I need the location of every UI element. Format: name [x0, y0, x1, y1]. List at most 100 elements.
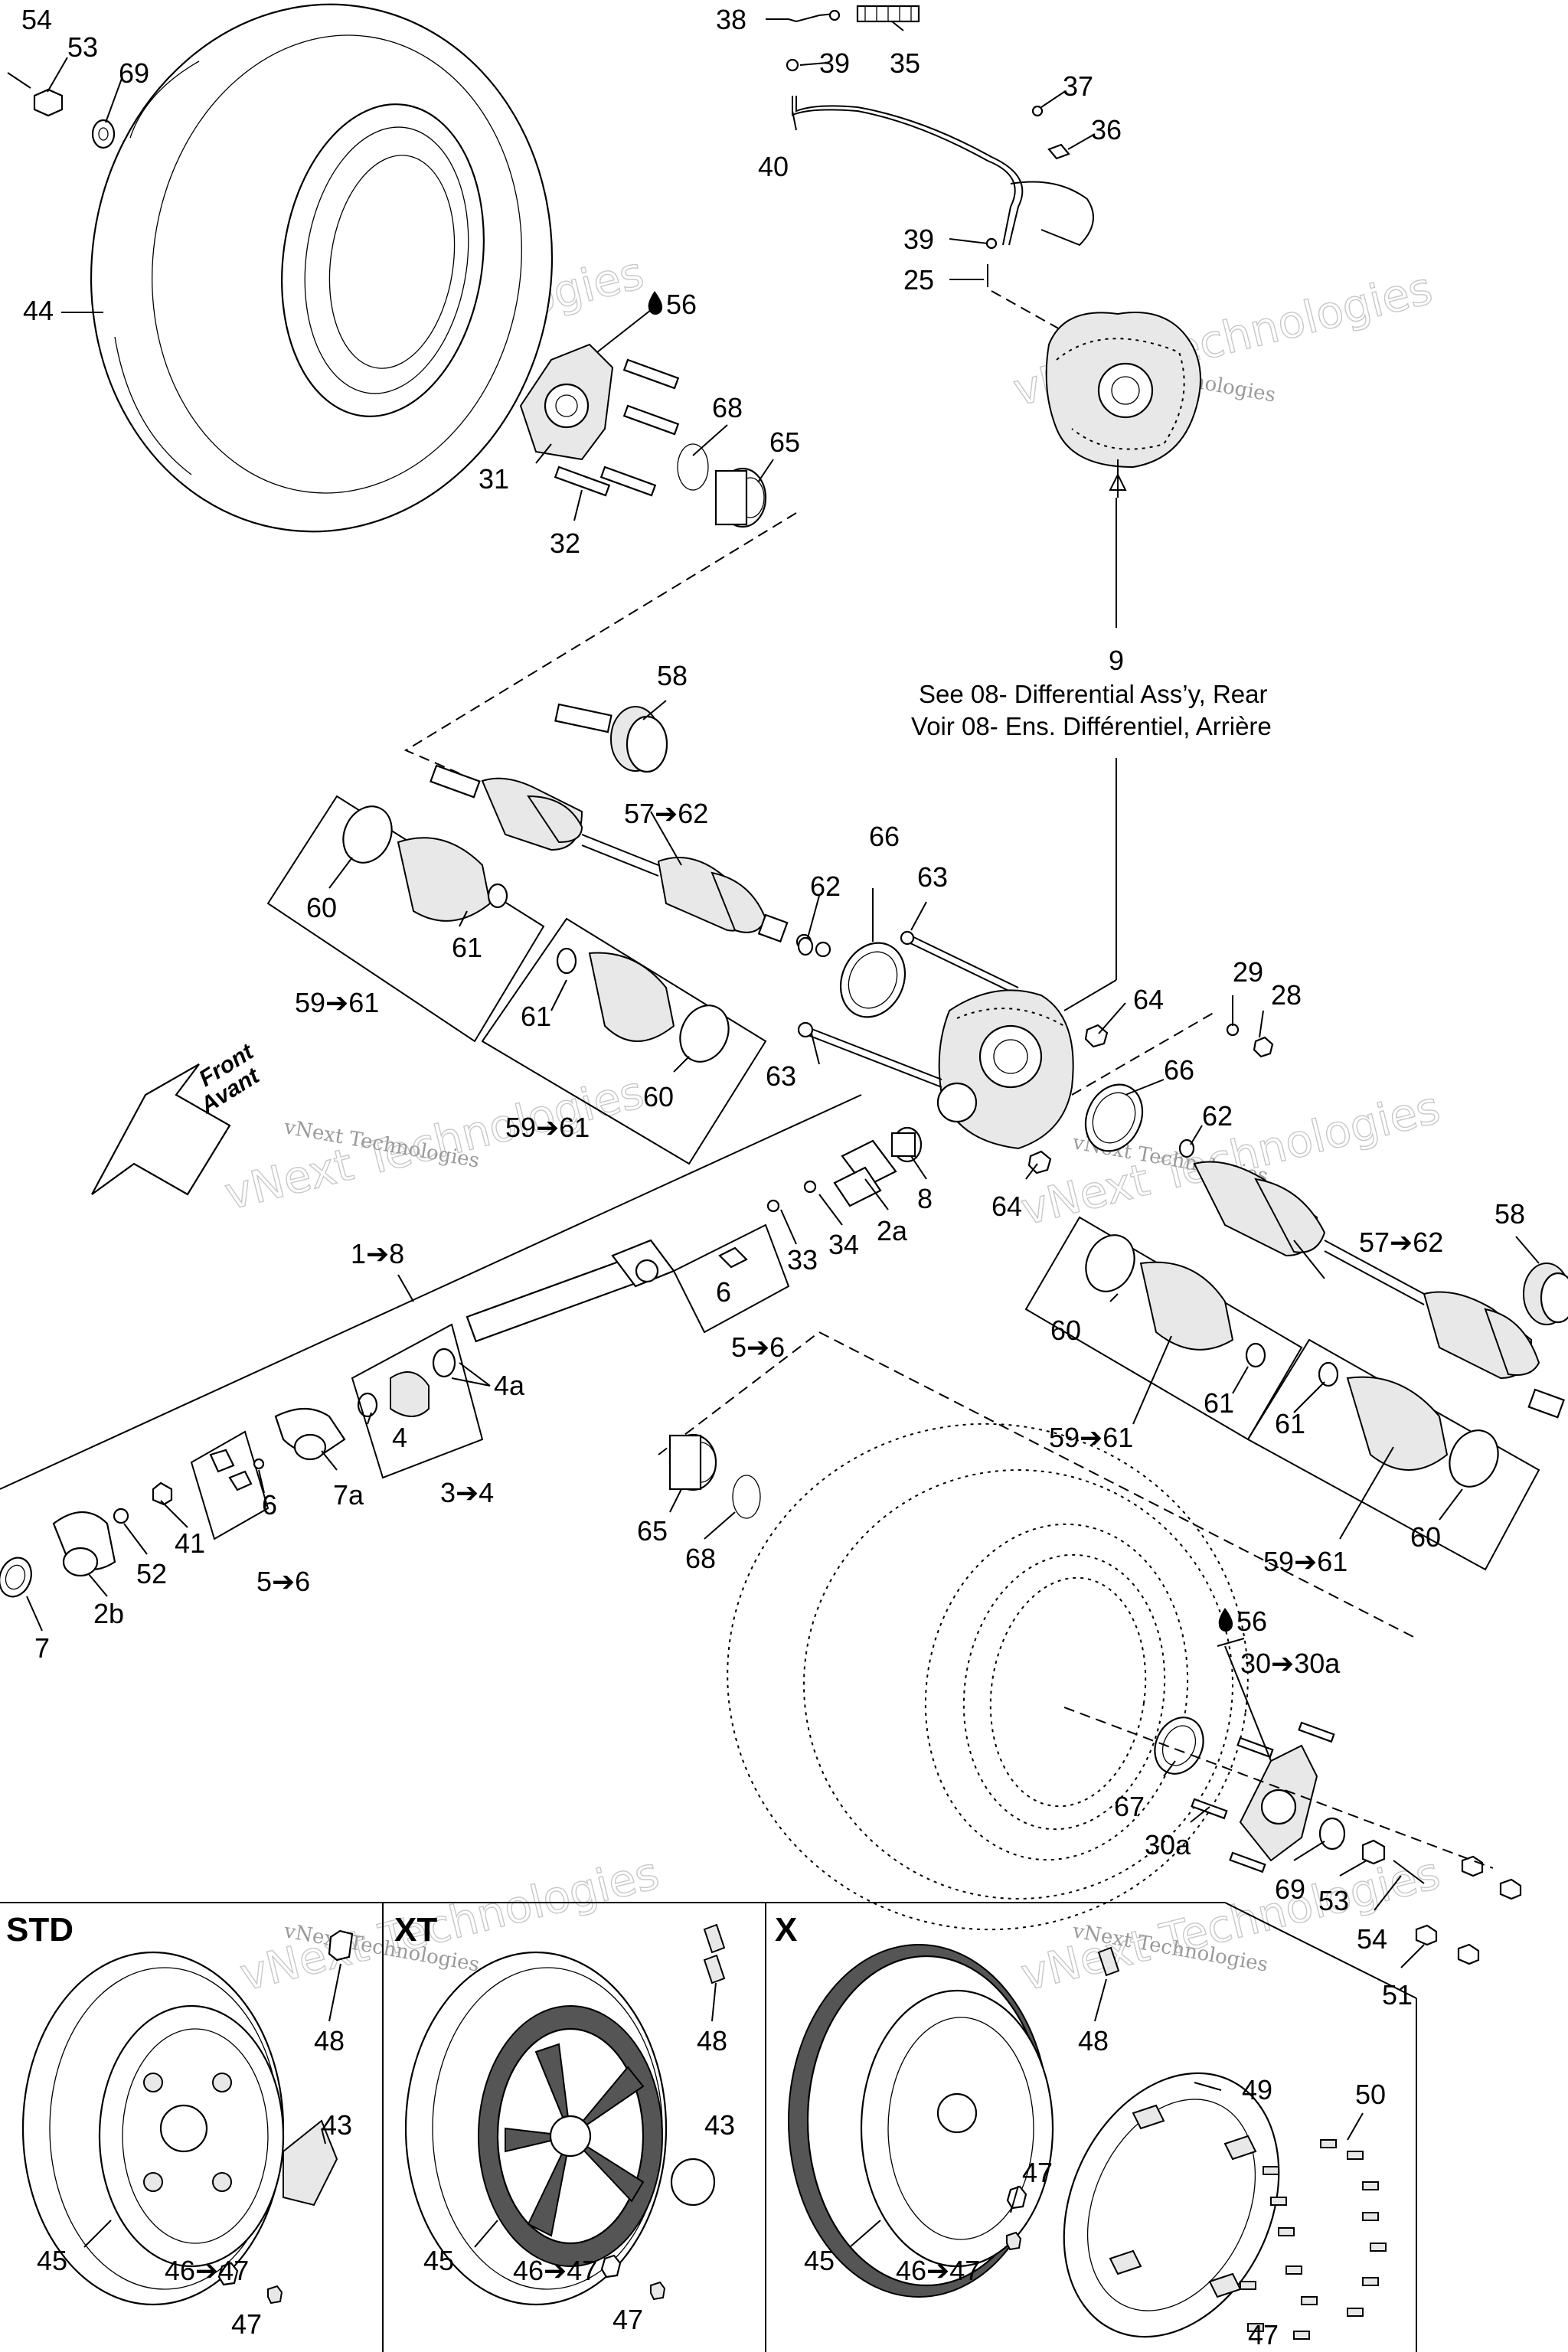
callout: 2a	[877, 1215, 908, 1246]
variant-title-std: STD	[6, 1911, 74, 1949]
hub-knuckle	[519, 343, 767, 528]
callout: 64	[991, 1191, 1022, 1222]
wheel-variants-panel	[0, 1902, 1417, 2352]
callout: 65	[769, 426, 800, 458]
callout: 33	[787, 1244, 818, 1276]
callout: 36	[1091, 114, 1122, 145]
callout: 43	[704, 2109, 735, 2141]
stub-shaft-58	[554, 703, 668, 773]
callout: 52	[136, 1558, 167, 1589]
callout: 58	[657, 660, 688, 691]
hub-right	[1063, 1707, 1522, 1965]
rear-tire-right	[658, 1331, 1417, 1931]
callout: 45	[804, 2245, 835, 2276]
callout: 63	[766, 1060, 796, 1092]
variant-title-xt: XT	[394, 1911, 437, 1949]
callout: 31	[479, 463, 509, 495]
callout: 68	[685, 1543, 716, 1574]
callout: 39	[903, 224, 934, 255]
callout: 47	[1022, 2157, 1053, 2188]
callout: 39	[819, 47, 850, 79]
callout: 41	[175, 1527, 205, 1559]
callout: 45	[423, 2245, 454, 2276]
rear-differential-center	[797, 989, 1274, 1174]
callout: 3➔4	[440, 1477, 494, 1508]
callout: 62	[810, 871, 841, 902]
callout: 59➔61	[1049, 1422, 1133, 1453]
callout: 61	[521, 1001, 551, 1032]
boot-kit-left-lower	[481, 917, 767, 1165]
variant-title-x: X	[775, 1911, 797, 1949]
callout: 44	[23, 295, 54, 326]
callout: 6	[716, 1276, 731, 1308]
grease-drop-icon	[1218, 1608, 1233, 1632]
callout: 57➔62	[1359, 1227, 1443, 1258]
callout: 25	[903, 264, 934, 296]
callout: 54	[21, 4, 52, 35]
callout: 50	[1355, 2079, 1386, 2110]
wheel-xt	[404, 1923, 726, 2306]
callout: 48	[697, 2025, 727, 2056]
callout: 4	[392, 1422, 407, 1453]
callout: 59➔61	[295, 987, 379, 1018]
callout: 8	[917, 1183, 933, 1214]
callout: 53	[67, 31, 98, 63]
callout: 46➔47	[513, 2255, 597, 2286]
callout: 56	[1236, 1606, 1267, 1637]
callout: 5➔6	[731, 1331, 785, 1363]
callout: 60	[306, 892, 337, 923]
callout: 58	[1494, 1198, 1525, 1230]
callout: 38	[716, 4, 746, 35]
callout: 61	[1275, 1408, 1305, 1439]
callout: 30a	[1145, 1829, 1191, 1860]
boot-kit-left-upper	[266, 795, 545, 1043]
callout: 35	[890, 47, 920, 79]
callout: 45	[37, 2245, 67, 2276]
rear-differential-top	[1045, 312, 1201, 1011]
callout: 46➔47	[896, 2255, 980, 2286]
beadlock-bolts	[1240, 2139, 1387, 2340]
rear-tire-left	[90, 3, 554, 533]
callout: 9	[1109, 645, 1124, 676]
callout: 34	[828, 1229, 859, 1260]
wheel-nut-assembly-left	[7, 72, 116, 149]
callout: 48	[1078, 2025, 1109, 2056]
callout: 64	[1133, 984, 1164, 1015]
callout: 43	[322, 2109, 352, 2141]
callout: 6	[262, 1489, 277, 1521]
callout: 29	[1233, 956, 1263, 988]
seals-upper	[797, 888, 1019, 1018]
callout: 57➔62	[624, 798, 708, 829]
callout: 59➔61	[505, 1112, 590, 1143]
diff-reference-en: See 08- Differential Ass’y, Rear	[919, 680, 1268, 708]
callout: 47	[1248, 2319, 1279, 2350]
callout: 61	[452, 932, 482, 963]
callout: 40	[758, 151, 789, 182]
drive-shaft-right	[1193, 1161, 1568, 1419]
callout: 69	[1275, 1873, 1305, 1905]
callout: 48	[314, 2025, 345, 2056]
callout: 60	[1410, 1521, 1441, 1553]
callout: 65	[637, 1515, 668, 1547]
callout: 7a	[333, 1479, 364, 1511]
wheel-std	[21, 1929, 354, 2306]
callout-labels: 54 53 69 44 38 39 35 37 36 40 39 25 56 6…	[6, 4, 1525, 2350]
callout: 53	[1318, 1885, 1349, 1916]
callout: 46➔47	[165, 2255, 249, 2286]
callout: 63	[917, 861, 948, 893]
callout: 56	[666, 289, 697, 320]
brake-line	[786, 5, 1094, 345]
callout: 7	[34, 1632, 50, 1664]
front-direction-arrow: Front Avant	[91, 1038, 265, 1196]
callout: 69	[119, 57, 149, 89]
callout: 47	[612, 2304, 643, 2335]
callout: 37	[1063, 70, 1093, 102]
callout: 28	[1271, 979, 1302, 1011]
callout: 49	[1242, 2074, 1272, 2105]
callout: 62	[1202, 1100, 1233, 1132]
callout: 51	[1382, 1979, 1413, 2011]
boot-kit-right-lower	[1246, 1338, 1540, 1571]
callout: 54	[1357, 1923, 1387, 1955]
callout: 32	[550, 528, 580, 559]
callout: 1➔8	[351, 1238, 404, 1269]
